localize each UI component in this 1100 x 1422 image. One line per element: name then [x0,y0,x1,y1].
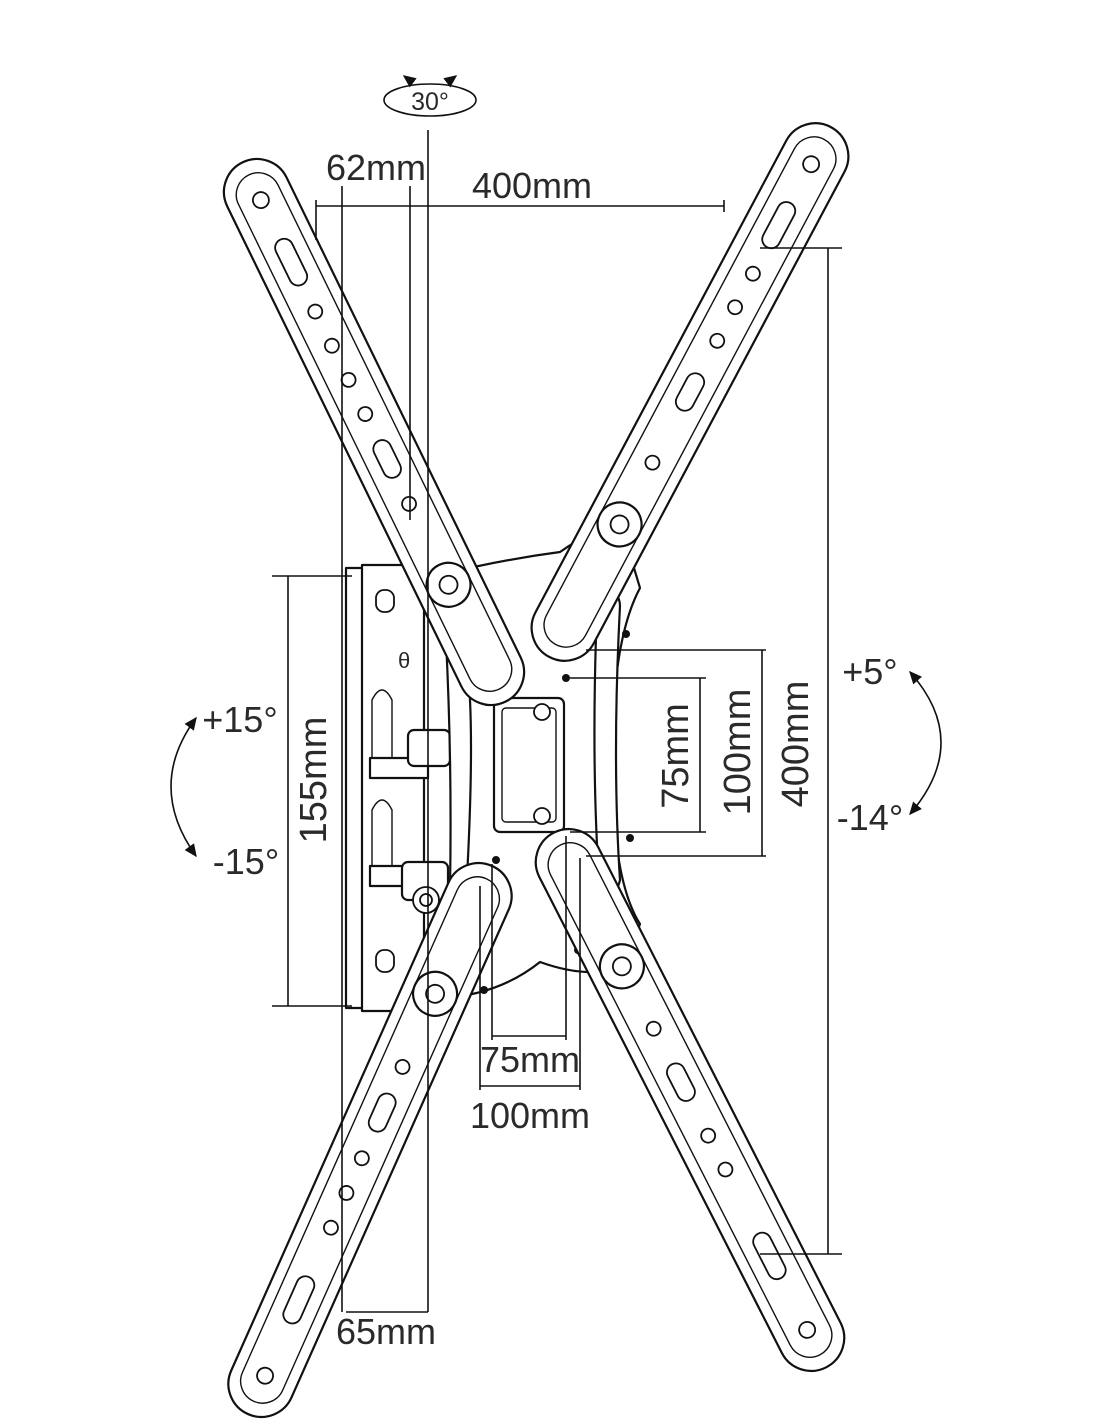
arm-top-right [518,110,862,674]
vesa-height-small-label: 75mm [655,703,697,809]
arm-offset-bottom-label: 65mm [336,1311,436,1352]
vesa-width-small-label: 75mm [480,1039,580,1080]
tilt-up-right-label: +5° [842,651,897,692]
wall-plate-height-label: 155mm [293,717,335,844]
tilt-down-left-label: -15° [213,841,279,882]
arm-bottom-left [216,851,524,1422]
arm-bottom-right [523,816,857,1384]
arm-width-label: 400mm [472,165,592,206]
vesa-width-medium-label: 100mm [470,1095,590,1136]
tilt-up-left-label: +15° [202,699,277,740]
swivel-angle-label: 30° [411,88,449,116]
tilt-down-right-label: -14° [837,797,903,838]
rotation-arrows-icon [170,75,942,858]
dimension-lines [272,130,842,1313]
vesa-height-medium-label: 100mm [717,689,759,816]
arm-offset-top-label: 62mm [326,147,426,188]
wall-plate: θ [344,563,430,1013]
vesa-height-large-label: 400mm [775,681,817,808]
arm-top-left [211,146,537,718]
svg-text:θ: θ [398,648,410,673]
